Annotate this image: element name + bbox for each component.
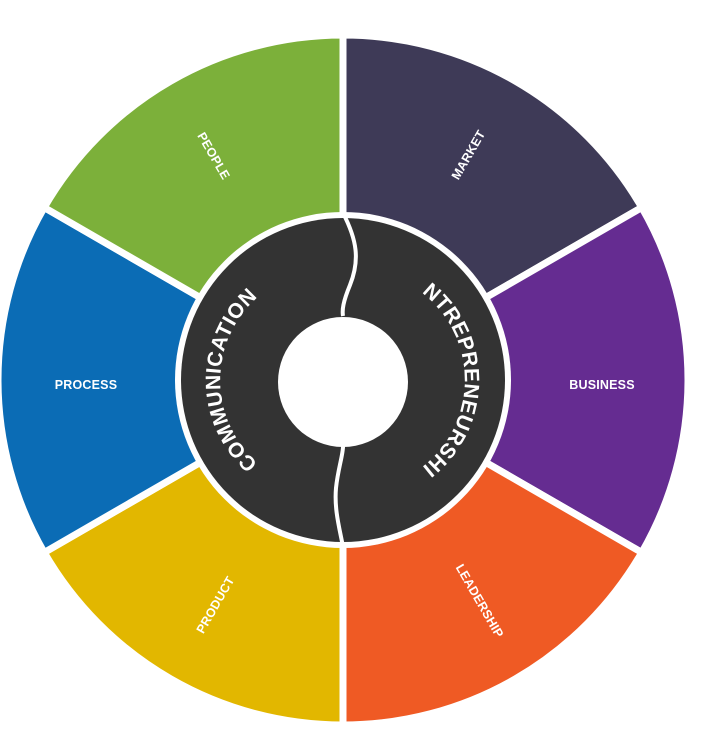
ring-divider-top (340, 212, 358, 317)
ring-divider-bottom (333, 443, 346, 548)
center-hole (278, 317, 408, 447)
label-business: BUSINESS (569, 378, 635, 392)
label-process: PROCESS (55, 378, 118, 392)
